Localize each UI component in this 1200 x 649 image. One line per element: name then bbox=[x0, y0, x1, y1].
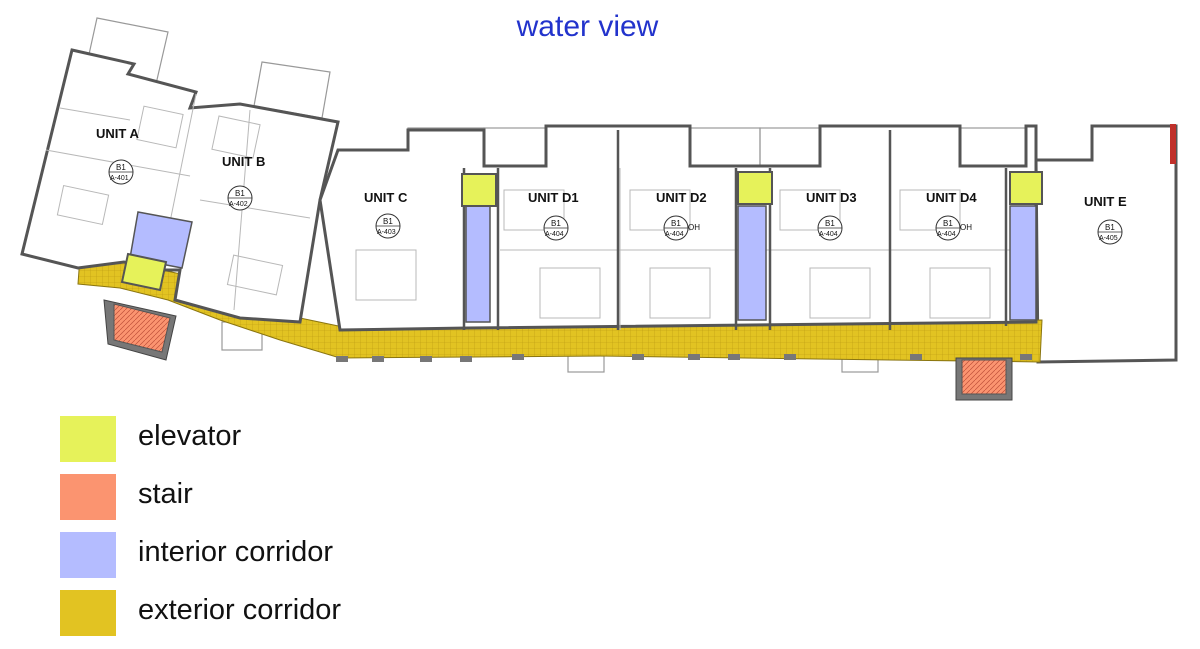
legend-swatch-stair bbox=[60, 474, 116, 520]
unit-tag-top: B1 bbox=[383, 217, 393, 226]
stairs bbox=[103, 299, 1013, 401]
elevators bbox=[120, 171, 1043, 292]
unit-tag-bottom: A-404 bbox=[665, 231, 684, 238]
unit-label: UNIT D3 bbox=[806, 190, 857, 205]
legend-label: elevator bbox=[138, 420, 242, 452]
legend-label: stair bbox=[138, 478, 193, 510]
left-wing-walls bbox=[20, 48, 340, 324]
legend-swatch-interior-corridor bbox=[60, 532, 116, 578]
legend-label: interior corridor bbox=[138, 536, 333, 568]
unit-tag-top: B1 bbox=[235, 189, 245, 198]
unit-tag-top: B1 bbox=[671, 219, 681, 228]
legend-swatch-elevator bbox=[60, 416, 116, 462]
unit-tag-bottom: A-403 bbox=[377, 229, 396, 236]
unit-tag-bottom: A-404 bbox=[937, 231, 956, 238]
unit-label: UNIT C bbox=[364, 190, 408, 205]
unit-tag-bottom: A-404 bbox=[545, 231, 564, 238]
unit-tag-top: B1 bbox=[551, 219, 561, 228]
unit-tag-bottom: A-405 bbox=[1099, 235, 1118, 242]
unit-tag-top: B1 bbox=[1105, 223, 1115, 232]
unit-tag-top: B1 bbox=[825, 219, 835, 228]
unit-e-outline bbox=[1034, 124, 1178, 364]
unit-note: OH bbox=[688, 223, 700, 232]
unit-tag-bottom: A-402 bbox=[229, 201, 248, 208]
unit-tag-bottom: A-404 bbox=[819, 231, 838, 238]
red-marker bbox=[1170, 124, 1176, 164]
unit-label: UNIT D4 bbox=[926, 190, 977, 205]
unit-labels: UNIT A B1 A-401 UNIT B B1 A-402 UNIT C B… bbox=[96, 126, 1127, 245]
legend-label: exterior corridor bbox=[138, 594, 342, 626]
unit-tag-bottom: A-401 bbox=[110, 175, 129, 182]
unit-note: OH bbox=[960, 223, 972, 232]
unit-label: UNIT B bbox=[222, 154, 265, 169]
unit-label: UNIT A bbox=[96, 126, 139, 141]
interior-corridors bbox=[129, 205, 1037, 323]
partition-walls bbox=[462, 130, 1008, 330]
page-title: water view bbox=[516, 10, 659, 43]
corridor-columns bbox=[336, 354, 1032, 362]
unit-label: UNIT D2 bbox=[656, 190, 707, 205]
unit-tag-top: B1 bbox=[943, 219, 953, 228]
unit-tag-top: B1 bbox=[116, 163, 126, 172]
unit-label: UNIT E bbox=[1084, 194, 1127, 209]
unit-label: UNIT D1 bbox=[528, 190, 579, 205]
legend-swatch-exterior-corridor bbox=[60, 590, 116, 636]
